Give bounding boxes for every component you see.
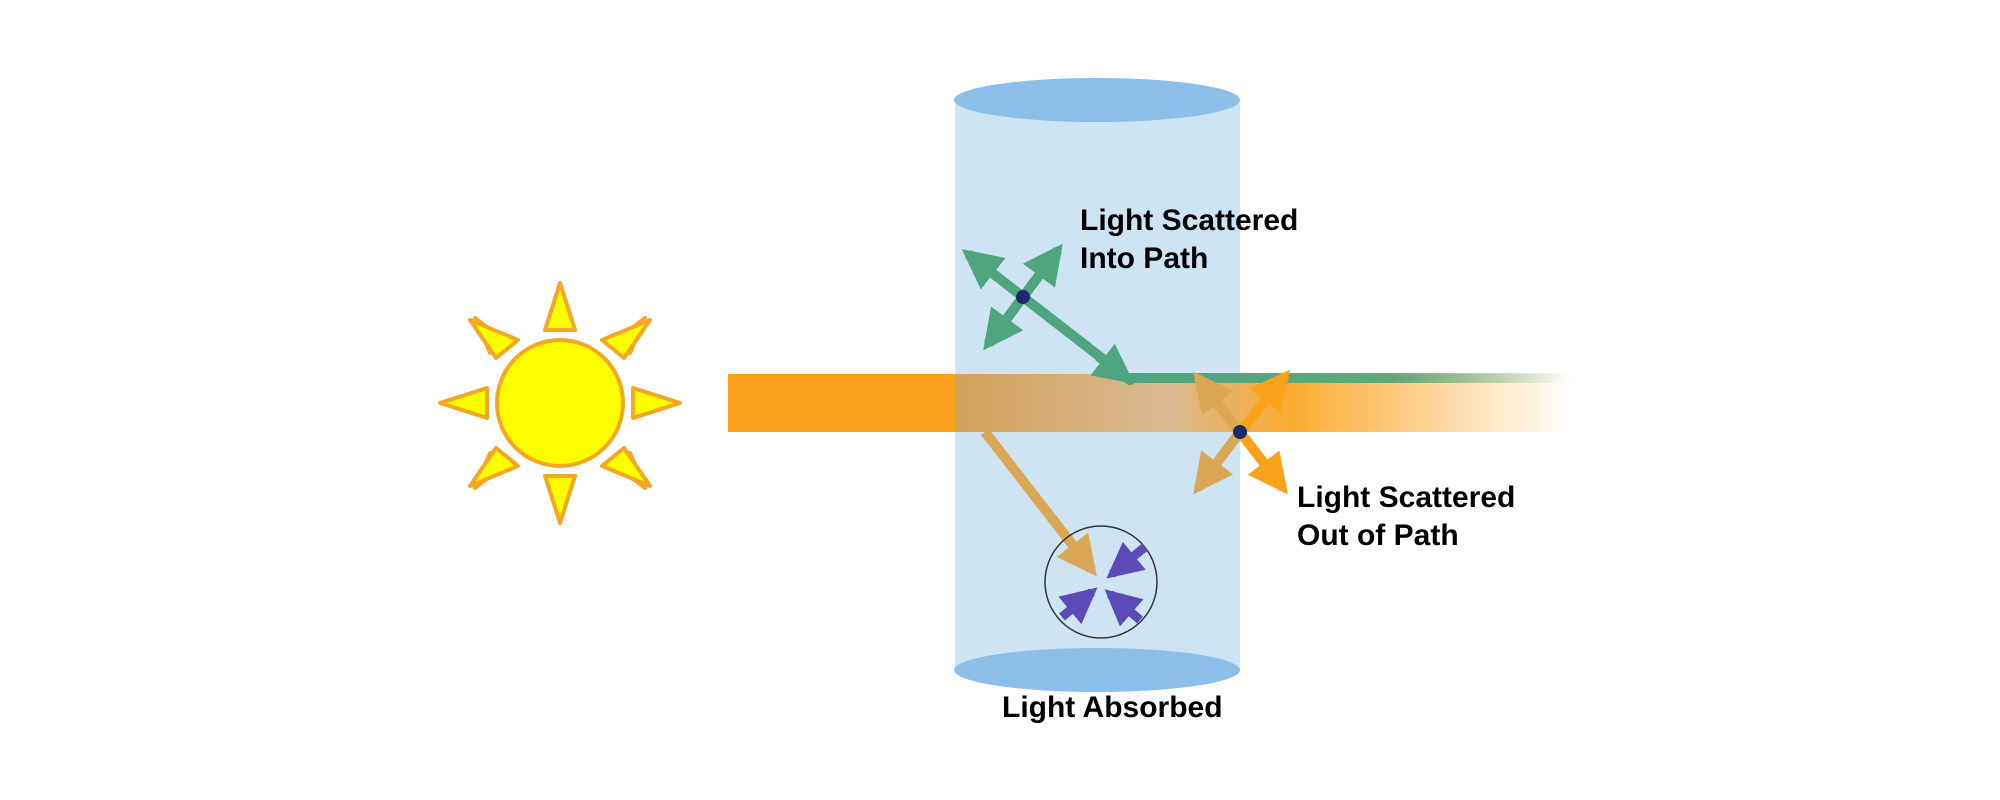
scattered-out-of-path-label-line2: Out of Path: [1297, 519, 1459, 552]
scattered-into-path-label-line2: Into Path: [1080, 242, 1209, 275]
scattered-out-of-path-label-line1: Light Scattered: [1297, 481, 1516, 514]
scattered-into-path-label-line1: Light Scattered: [1080, 204, 1299, 237]
absorbed-label: Light Absorbed: [1002, 691, 1223, 724]
scattering-particle-in: [1016, 290, 1030, 304]
scattered-into-path-label: Light Scattered Into Path: [1080, 202, 1298, 278]
absorption-arrows: [981, 428, 1158, 639]
scattering-particle-out: [1233, 425, 1247, 439]
sun-icon: [438, 281, 682, 525]
scattered-out-of-path-label: Light Scattered Out of Path: [1297, 479, 1515, 555]
cylinder-top-cap: [954, 78, 1240, 122]
scattered-out-of-path-arrows: [1193, 369, 1291, 495]
cylinder-bottom-cap: [954, 648, 1240, 692]
particle-icon: [1044, 525, 1158, 639]
scattered-into-path-arrows: [961, 243, 1135, 385]
incident-light-beam: [728, 374, 956, 432]
scattered-in-beam: [1130, 373, 1570, 383]
